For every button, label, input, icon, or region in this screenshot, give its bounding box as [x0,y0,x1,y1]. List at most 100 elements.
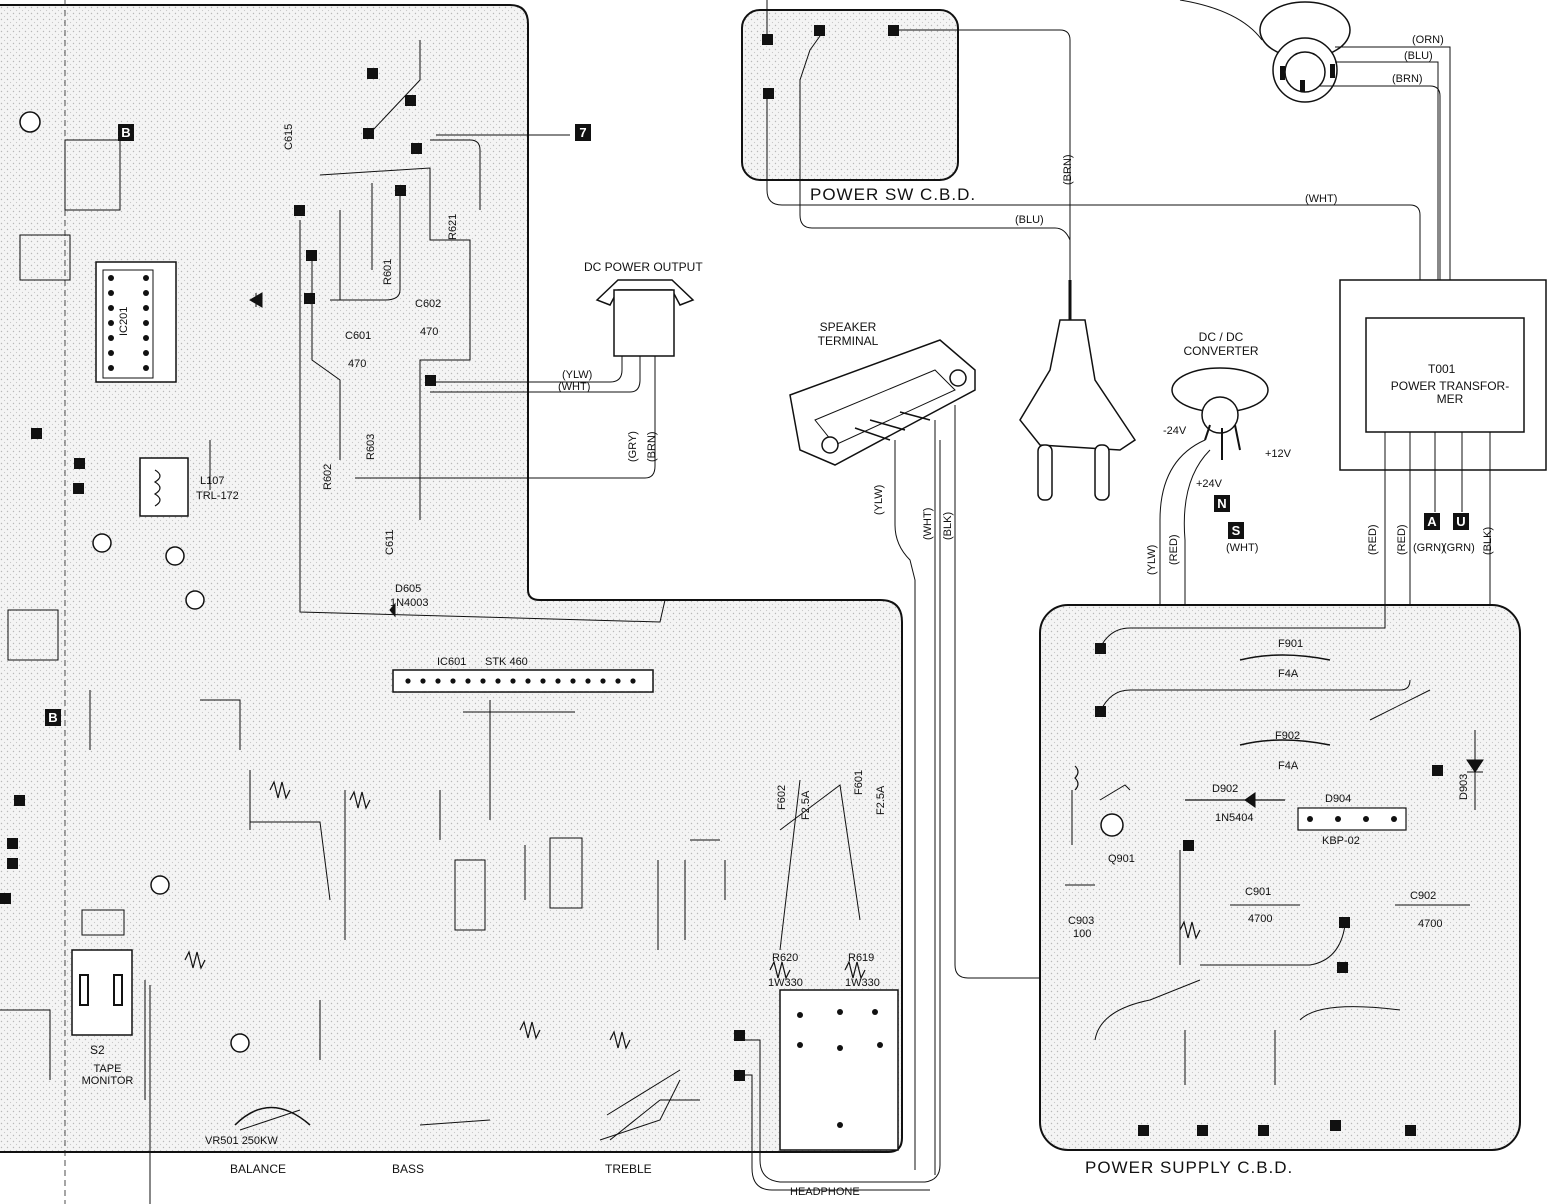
d903-label: D903 [1458,773,1470,800]
c602-value-label: 470 [420,326,439,338]
transformer-ref-label: T001 [1428,362,1456,376]
wire-brn-label-top: (BRN) [1392,73,1423,85]
dc-dc-converter-label: DC / DC CONVERTER [1183,330,1259,358]
c602-label: C602 [415,298,442,310]
terminal-n-badge: N [1214,495,1230,512]
power-sw-cbd-label: POWER SW C.B.D. [810,185,977,204]
wire-wht-label-top: (WHT) [1305,193,1338,205]
f602-rating-label: F2.5A [800,790,812,820]
power-supply-cbd-label: POWER SUPPLY C.B.D. [1085,1158,1294,1177]
ac-socket [1179,0,1451,285]
r601-label: R601 [382,258,394,285]
dc-dc-converter [1159,367,1269,840]
ic201-label: IC201 [118,306,130,336]
r619-value-label: 1W330 [845,977,880,989]
c601-value-label: 470 [348,358,367,370]
kbp-label: KBP-02 [1322,835,1360,847]
tape-monitor-switch [71,909,133,1036]
c615-label: C615 [283,123,295,150]
wire-brn-label-dc: (BRN) [646,431,658,462]
headphone-jack-block [745,440,941,1191]
f902-rating-label: F4A [1278,760,1299,772]
wire-wht-label-dcdc: (WHT) [1226,542,1259,554]
trl172-label: TRL-172 [196,490,239,502]
wire-blk-label-t: (BLK) [1482,526,1494,555]
terminal-u-badge: U [1453,513,1469,530]
bass-label: BASS [392,1162,425,1176]
plus12-label: +12V [1265,448,1291,460]
d904-label: D904 [1325,793,1352,805]
r619-label: R619 [848,952,875,964]
wire-blu-label-mid: (BLU) [1015,214,1044,226]
c902-value-label: 4700 [1418,918,1443,930]
ic201 [95,261,177,383]
power-supply-board [1039,600,1521,1151]
r620-label: R620 [772,952,799,964]
terminal-s-badge: S [1228,522,1244,539]
wire-ylw-label-dcdc: (YLW) [1146,544,1158,575]
s2-label: S2 [90,1043,105,1057]
wire-orn-label: (ORN) [1412,34,1444,46]
f601-rating-label: F2.5A [875,785,887,815]
plus24-label: +24V [1196,478,1222,490]
treble-label: TREBLE [605,1162,652,1176]
dc-power-output-label: DC POWER OUTPUT [584,260,703,274]
wire-red-label-dcdc: (RED) [1168,534,1180,565]
ic601-strip [392,669,654,693]
tape-monitor-label: TAPE MONITOR [81,1063,134,1087]
f901-rating-label: F4A [1278,668,1299,680]
minus24-label: -24V [1163,425,1187,437]
f901-label: F901 [1278,638,1304,650]
main-board-components [7,111,866,1141]
power-switch-board [741,0,1421,285]
terminal-b-badge-top: B [118,124,134,141]
f602-label: F602 [776,784,788,810]
c903-label: C903 [1068,915,1095,927]
ac-plug [1019,280,1137,501]
wire-ylw-label-dc: (YLW) [562,369,593,381]
vr501-label: VR501 250KW [205,1135,278,1147]
dc-power-output-connector [595,279,695,357]
f601-label: F601 [853,769,865,795]
ic601-label: IC601 [437,656,467,668]
wire-gry-label: (GRY) [627,431,639,462]
r621-label: R621 [447,213,459,240]
wire-blk-label-speaker: (BLK) [942,511,954,540]
headphone-label: HEADPHONE [790,1186,860,1198]
ic601-part-label: STK 460 [485,656,528,668]
wire-wht-label-speaker: (WHT) [922,507,934,540]
q901-label: Q901 [1108,853,1135,865]
wire-red-label-t1: (RED) [1367,524,1379,555]
main-board-pads [0,68,745,1081]
d605-part-label: 1N4003 [390,597,429,609]
terminal-7-badge: 7 [575,124,591,141]
l107-label: L107 [200,475,225,487]
wire-red-label-t2: (RED) [1396,524,1408,555]
wire-grn-label-2: (GRN) [1443,542,1475,554]
c902-label: C902 [1410,890,1437,902]
d902-part-label: 1N5404 [1215,812,1254,824]
c901-label: C901 [1245,886,1272,898]
d902-label: D902 [1212,783,1239,795]
wire-grn-label-1: (GRN) [1413,542,1445,554]
r603-label: R603 [365,433,377,460]
f902-label: F902 [1275,730,1301,742]
transformer-name-label: POWER TRANSFOR- MER [1390,379,1510,406]
wire-wht-label-dc: (WHT) [558,381,591,393]
d605-label: D605 [395,583,422,595]
c903-value-label: 100 [1073,928,1092,940]
wire-ylw-label-speaker: (YLW) [873,484,885,515]
speaker-terminal-label: SPEAKER TERMINAL [817,320,879,348]
r602-label: R602 [322,463,334,490]
c611-label: C611 [384,529,396,555]
balance-label: BALANCE [230,1162,287,1176]
wire-blu-label-top: (BLU) [1404,50,1433,62]
r620-value-label: 1W330 [768,977,803,989]
terminal-b-badge-left: B [45,709,61,726]
main-board-traces [0,40,861,1141]
c601-label: C601 [345,330,372,342]
c901-value-label: 4700 [1248,913,1273,925]
speaker-terminal [789,339,1340,1175]
terminal-a-badge: A [1424,513,1440,530]
